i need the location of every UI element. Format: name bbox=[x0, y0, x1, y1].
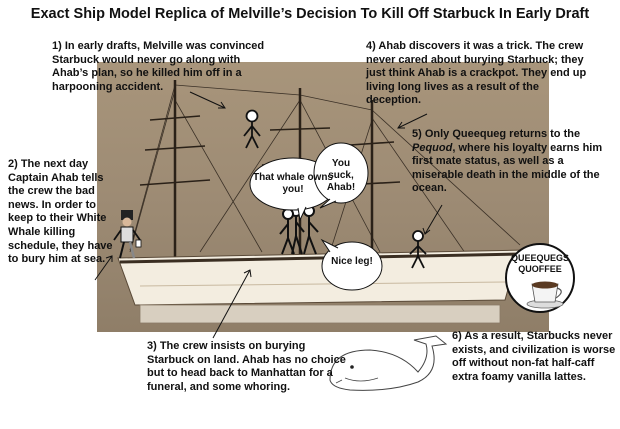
note-2: 2) The next day Captain Ahab tells the c… bbox=[8, 158, 113, 266]
hull-rail bbox=[119, 252, 523, 264]
bubble-you-suck: You suck, Ahab! bbox=[326, 158, 356, 193]
logo-line-1: QUEEQUEGS bbox=[510, 253, 569, 263]
logo-text: QUEEQUEGS QUOFFEE bbox=[504, 253, 576, 275]
stick-figure-mast bbox=[243, 109, 261, 149]
hull-seam bbox=[139, 281, 506, 287]
speech-bubbles bbox=[249, 142, 383, 291]
note-5-part-1: 5) Only Queequeg returns to the bbox=[412, 128, 581, 140]
logo-line-2: QUOFFEE bbox=[518, 264, 562, 274]
annotation-arrows bbox=[94, 91, 443, 339]
note-4: 4) Ahab discovers it was a trick. The cr… bbox=[366, 40, 587, 107]
page-title: Exact Ship Model Replica of Melville’s D… bbox=[30, 6, 590, 22]
bubble-whale-owns-you: That whale owns you! bbox=[252, 172, 333, 195]
ahab-figure bbox=[113, 210, 142, 259]
queequeg-figure bbox=[409, 230, 427, 269]
note-3: 3) The crew insists on burying Starbuck … bbox=[147, 340, 346, 393]
crew-group bbox=[279, 205, 319, 255]
note-5-part-2: , where his loyalty earns him first mate… bbox=[412, 141, 603, 195]
white-whale bbox=[329, 335, 448, 391]
note-6: 6) As a result, Starbucks never exists, … bbox=[452, 330, 616, 383]
ship-stand bbox=[139, 304, 501, 324]
note-5-ship-name: Pequod bbox=[412, 141, 453, 154]
note-5: 5) Only Queequeg returns to the Pequod, … bbox=[412, 128, 614, 196]
queequegs-quoffee-logo bbox=[505, 243, 575, 313]
bubble-nice-leg: Nice leg! bbox=[331, 256, 373, 267]
note-1: 1) In early drafts, Melville was convinc… bbox=[52, 40, 265, 93]
